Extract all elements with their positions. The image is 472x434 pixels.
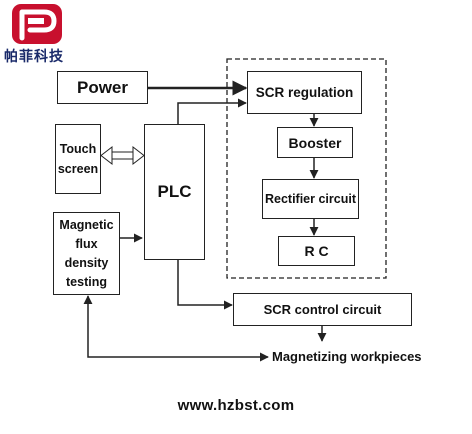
- block-booster-label: Booster: [288, 134, 342, 151]
- block-flux-line3: density: [64, 255, 109, 270]
- edge-plc-scr-control: [177, 260, 233, 310]
- block-scr-regulation: SCR regulation: [247, 71, 362, 114]
- edge-plc-scr-regulation: [177, 98, 247, 124]
- footer-url: www.hzbst.com: [177, 397, 295, 414]
- block-rc-label: R C: [304, 243, 329, 259]
- block-scr-control-label: SCR control circuit: [263, 302, 382, 317]
- block-rectifier-circuit: Rectifier circuit: [262, 179, 359, 219]
- edge-touchscreen-plc: [100, 145, 145, 166]
- dashed-enclosure: [226, 58, 387, 279]
- logo-mark-icon: [19, 9, 57, 41]
- block-rc: R C: [278, 236, 355, 266]
- block-plc: PLC: [144, 124, 205, 260]
- block-power-label: Power: [76, 77, 129, 97]
- edge-workpieces-flux-feedback: [83, 295, 269, 362]
- block-plc-label: PLC: [157, 182, 192, 201]
- block-magnetic-flux-testing: Magnetic flux density testing: [53, 212, 120, 295]
- block-touch-screen-line1: Touch: [59, 142, 97, 156]
- block-scr-control-circuit: SCR control circuit: [233, 293, 412, 326]
- block-rectifier-label: Rectifier circuit: [264, 192, 356, 206]
- magnetizing-workpieces-label: Magnetizing workpieces: [272, 349, 422, 364]
- block-flux-line1: Magnetic: [59, 217, 114, 232]
- logo-chinese-name: 帕菲科技: [4, 49, 64, 65]
- block-flux-line4: testing: [66, 274, 107, 289]
- company-logo: 帕菲科技: [4, 4, 88, 65]
- block-power: Power: [57, 71, 148, 104]
- block-booster: Booster: [277, 127, 353, 158]
- block-scr-regulation-label: SCR regulation: [255, 85, 354, 100]
- block-touch-screen-line2: screen: [57, 162, 99, 176]
- block-flux-line2: flux: [75, 236, 98, 251]
- block-touch-screen: Touch screen: [55, 124, 101, 194]
- logo-badge: [12, 4, 62, 44]
